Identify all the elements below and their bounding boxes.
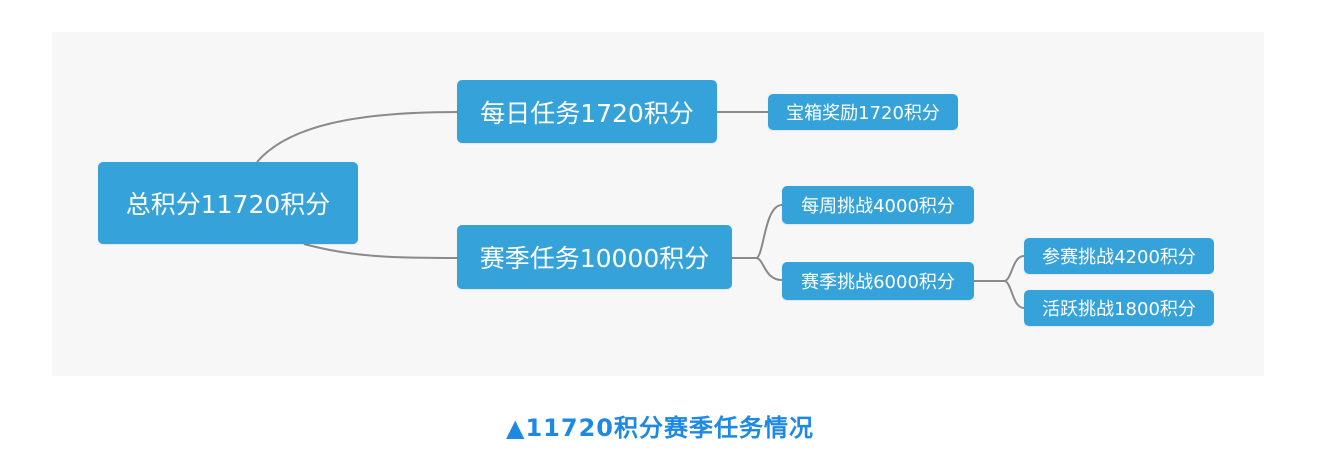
root-node[interactable]: 总积分11720积分 (98, 162, 358, 244)
link-season-challenge (755, 257, 783, 281)
link-challenge-join (974, 255, 1025, 282)
daily-task-node[interactable]: 每日任务1720积分 (457, 80, 717, 143)
link-root-season (303, 243, 458, 259)
link-season-weekly (732, 204, 783, 259)
link-root-daily (256, 111, 458, 163)
season-task-node[interactable]: 赛季任务10000积分 (457, 225, 732, 289)
connector-lines (256, 111, 1025, 309)
link-challenge-active (1003, 280, 1025, 309)
season-challenge-node[interactable]: 赛季挑战6000积分 (782, 262, 974, 300)
mindmap-canvas: 总积分11720积分 每日任务1720积分 赛季任务10000积分 宝箱奖励17… (52, 32, 1264, 376)
figure-caption: ▲11720积分赛季任务情况 (506, 414, 814, 442)
weekly-challenge-node[interactable]: 每周挑战4000积分 (782, 186, 974, 224)
join-challenge-node[interactable]: 参赛挑战4200积分 (1024, 238, 1214, 274)
active-challenge-node[interactable]: 活跃挑战1800积分 (1024, 290, 1214, 326)
chest-reward-node[interactable]: 宝箱奖励1720积分 (768, 94, 958, 130)
